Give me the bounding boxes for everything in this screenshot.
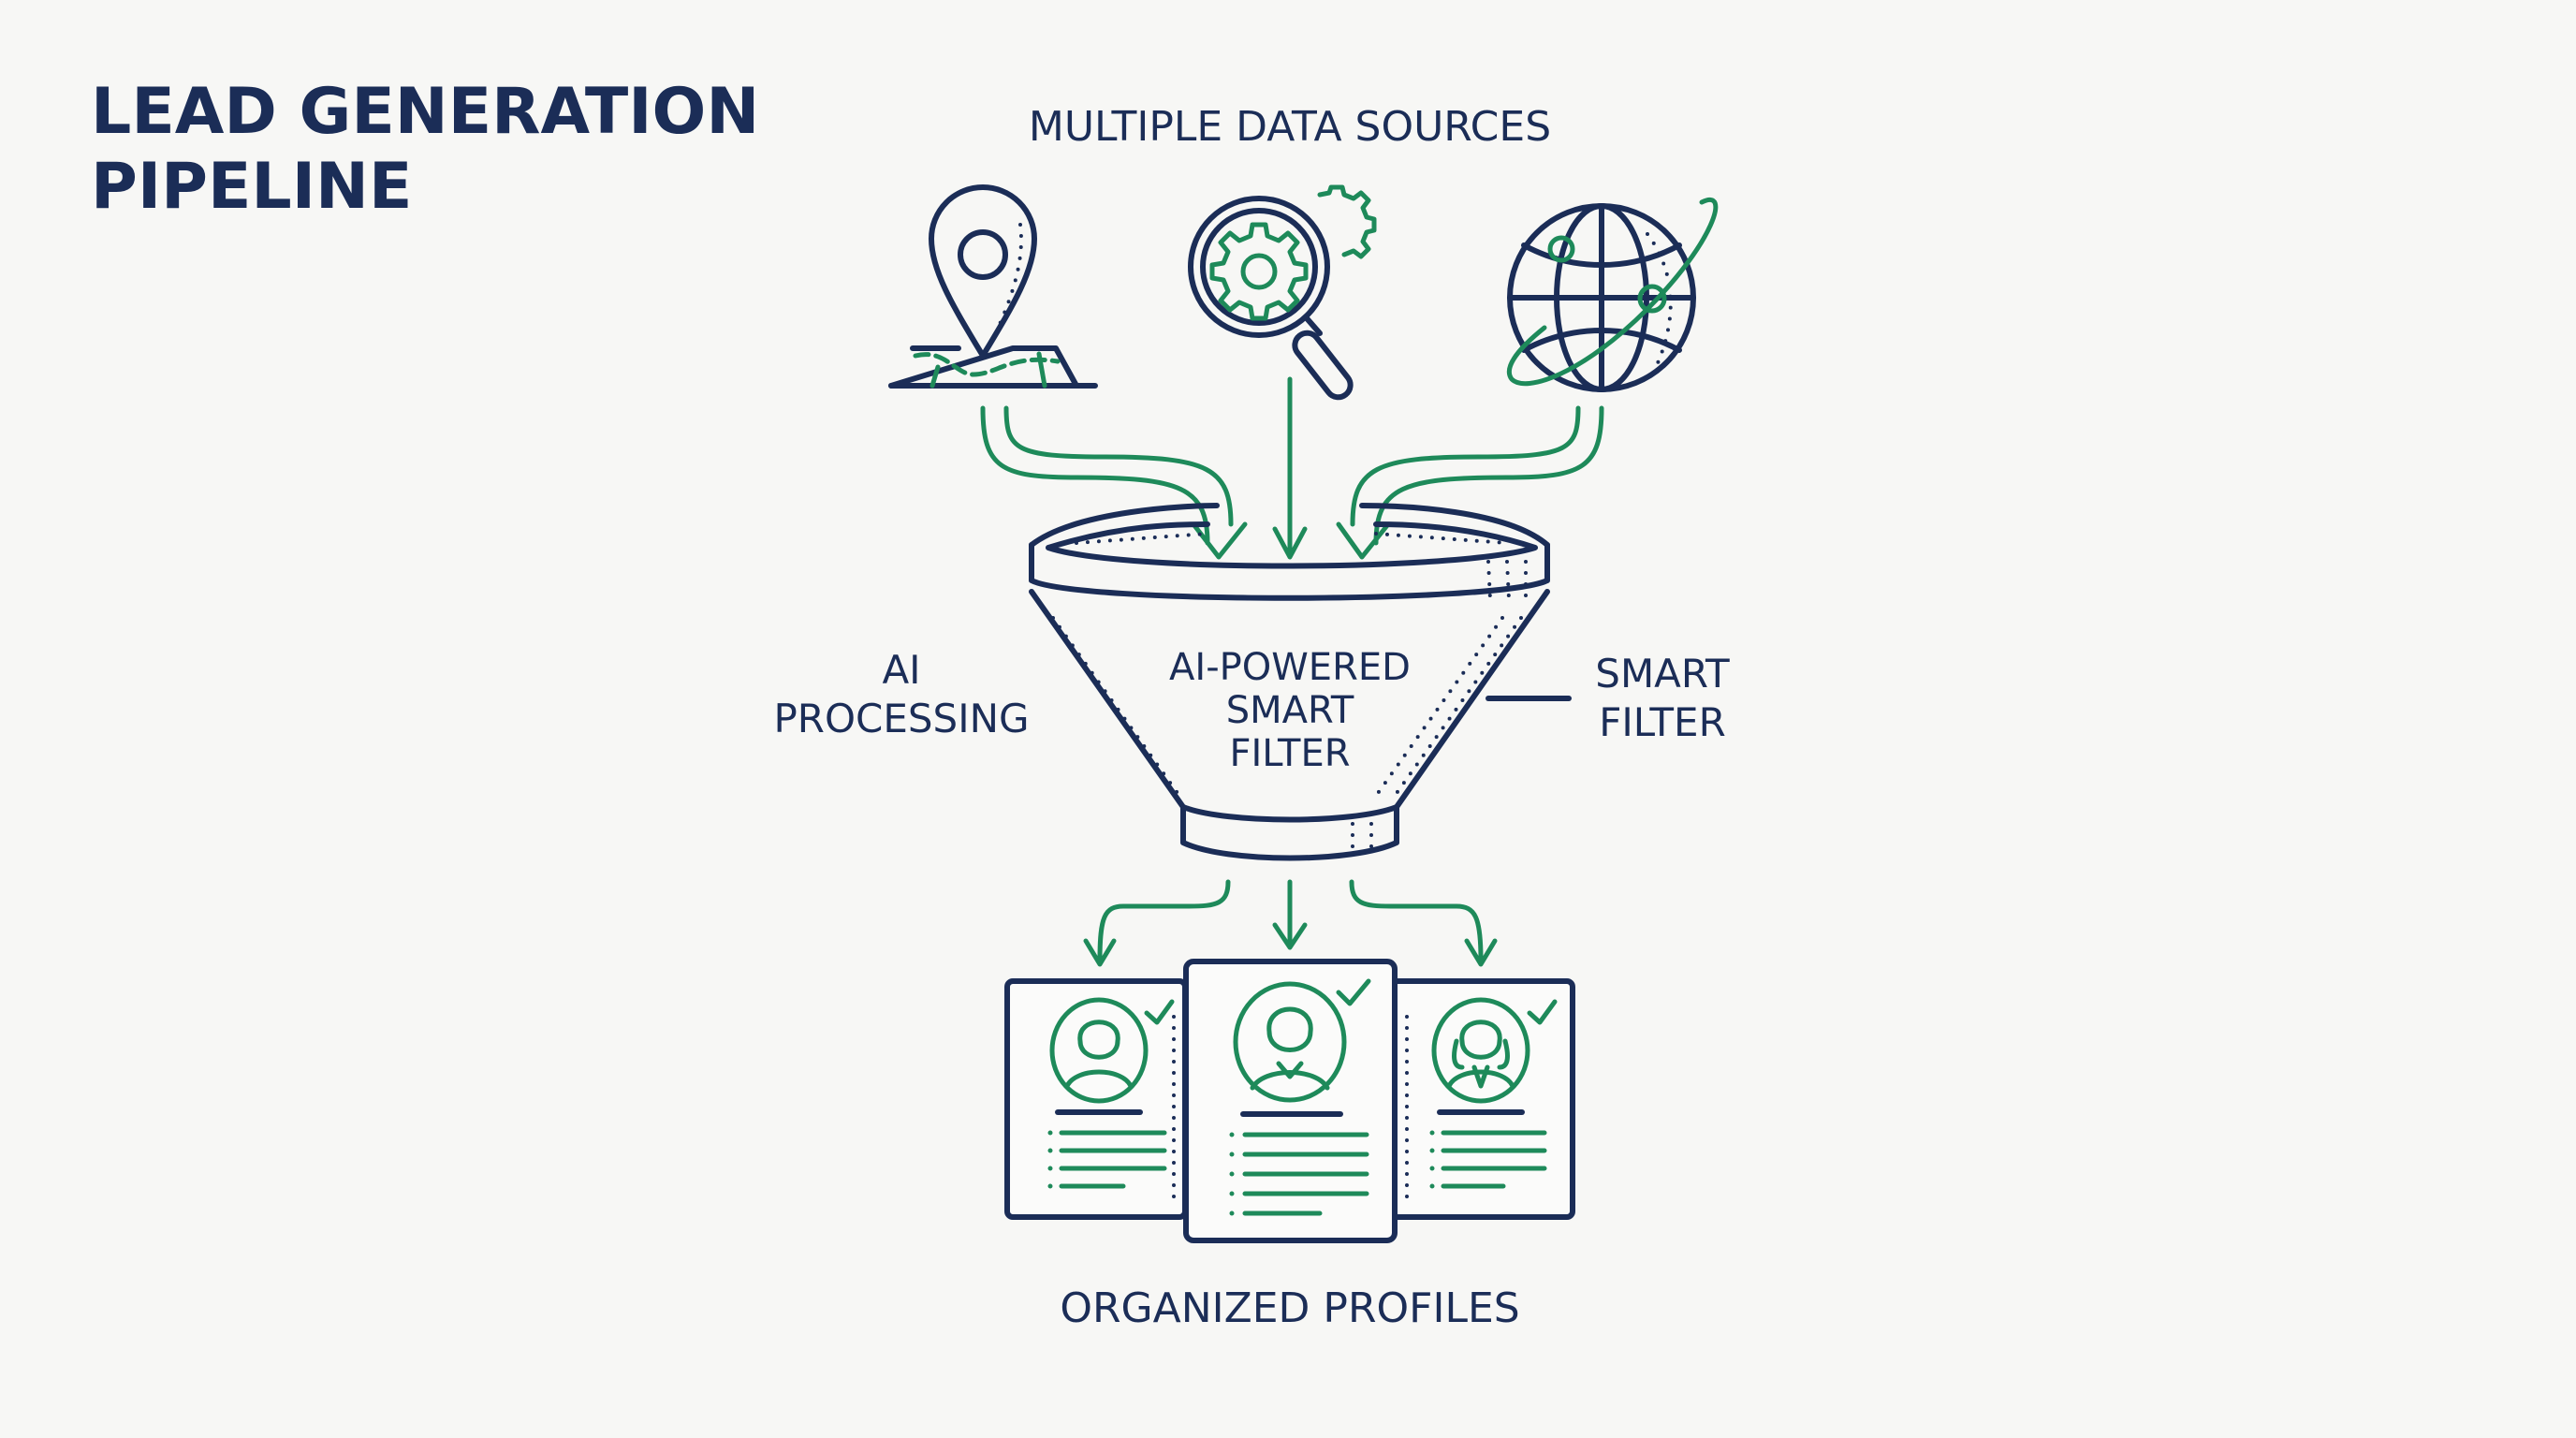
title-line-2: PIPELINE (91, 150, 412, 224)
smart-filter-line-2: FILTER (1599, 699, 1726, 745)
profile-card-left (1004, 978, 1188, 1220)
profile-card-right (1386, 978, 1575, 1220)
funnel-label-line-3: FILTER (1229, 732, 1350, 775)
funnel (1029, 503, 1550, 861)
sources-heading: MULTIPLE DATA SOURCES (1029, 103, 1551, 151)
search-gear-icon (1188, 184, 1377, 401)
map-pin-icon (888, 184, 1098, 389)
profile-card-center (1183, 959, 1398, 1243)
ai-processing-line-2: PROCESSING (773, 696, 1029, 741)
funnel-label-line-1: AI-POWERED (1169, 646, 1411, 689)
smart-filter-line-1: SMART (1595, 651, 1730, 697)
ai-processing-line-1: AI (882, 647, 920, 693)
globe-icon (1507, 198, 1719, 392)
input-arrows (980, 376, 1604, 560)
title-line-1: LEAD GENERATION (91, 75, 759, 149)
output-heading: ORGANIZED PROFILES (1060, 1284, 1519, 1332)
funnel-label-line-2: SMART (1226, 689, 1354, 732)
output-arrows (1083, 879, 1498, 967)
